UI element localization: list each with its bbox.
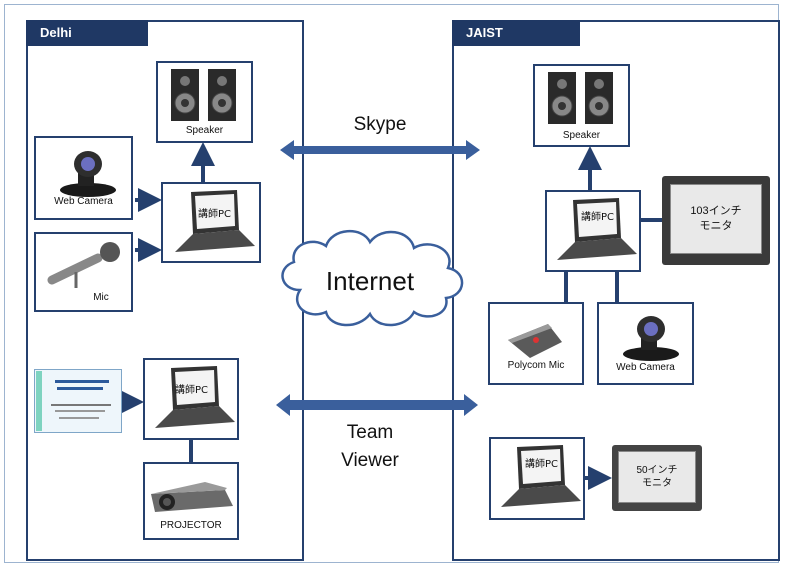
speaker-icon bbox=[548, 72, 613, 124]
speaker-icon bbox=[171, 69, 236, 121]
delhi-pc2-box: 講師PC bbox=[143, 358, 239, 440]
delhi-pc1-label: 講師PC bbox=[198, 209, 232, 220]
conference-mic-icon bbox=[508, 324, 562, 358]
delhi-webcam-box: Web Camera bbox=[34, 136, 133, 220]
teamviewer-label-1: Team bbox=[346, 422, 394, 443]
delhi-projector-label: PROJECTOR bbox=[160, 520, 222, 531]
delhi-mic-box: Mic bbox=[34, 232, 133, 312]
large-monitor-screen: 103インチ モニタ bbox=[670, 184, 762, 254]
internet-label: Internet bbox=[325, 266, 415, 296]
small-monitor-screen: 50インチ モニタ bbox=[618, 451, 696, 503]
laptop-icon bbox=[155, 366, 235, 428]
delhi-title: Delhi bbox=[26, 20, 148, 46]
delhi-speaker-label: Speaker bbox=[185, 125, 224, 136]
teamviewer-label-2: Viewer bbox=[341, 450, 399, 471]
jaist-pc2-label: 講師PC bbox=[525, 459, 559, 470]
jaist-pc1-box: 講師PC bbox=[545, 190, 641, 272]
jaist-speaker-label: Speaker bbox=[562, 130, 601, 141]
jaist-polycom-box: Polycom Mic bbox=[488, 302, 584, 385]
large-monitor-line1: 103インチ bbox=[690, 205, 742, 217]
jaist-large-monitor: 103インチ モニタ bbox=[662, 176, 770, 265]
laptop-icon bbox=[501, 445, 581, 507]
laptop-icon bbox=[175, 190, 255, 252]
microphone-icon bbox=[47, 242, 120, 288]
jaist-title: JAIST bbox=[452, 20, 580, 46]
presentation-slide bbox=[34, 369, 122, 433]
delhi-pc1-box: 講師PC bbox=[161, 182, 261, 263]
jaist-pc1-label: 講師PC bbox=[581, 212, 615, 223]
web-camera-icon bbox=[623, 316, 679, 361]
laptop-icon bbox=[557, 198, 637, 260]
web-camera-icon bbox=[60, 151, 116, 197]
small-monitor-line1: 50インチ bbox=[636, 465, 678, 476]
jaist-webcam-box: Web Camera bbox=[597, 302, 694, 385]
delhi-webcam-label: Web Camera bbox=[54, 196, 113, 207]
delhi-mic-label: Mic bbox=[93, 292, 109, 303]
delhi-pc2-label: 講師PC bbox=[175, 385, 209, 396]
jaist-small-monitor: 50インチ モニタ bbox=[612, 445, 702, 511]
large-monitor-line2: モニタ bbox=[699, 220, 733, 232]
delhi-projector-box: PROJECTOR bbox=[143, 462, 239, 540]
jaist-webcam-label: Web Camera bbox=[616, 362, 675, 373]
jaist-pc2-box: 講師PC bbox=[489, 437, 585, 520]
jaist-polycom-label: Polycom Mic bbox=[507, 360, 565, 371]
small-monitor-line2: モニタ bbox=[642, 478, 672, 489]
projector-icon bbox=[151, 482, 233, 512]
delhi-speaker-box: Speaker bbox=[156, 61, 253, 143]
slide-thumbnail-icon bbox=[36, 371, 111, 431]
skype-label: Skype bbox=[353, 114, 407, 135]
jaist-speaker-box: Speaker bbox=[533, 64, 630, 147]
